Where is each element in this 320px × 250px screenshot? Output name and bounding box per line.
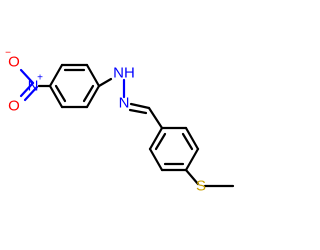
- bond-c-s: [184, 168, 200, 186]
- bond-n-o-bottom-1: [19, 81, 35, 98]
- bond-c-nh: [97, 77, 113, 88]
- atom-o-bottom: O: [8, 98, 20, 115]
- structure-canvas: O − N + O NH N S: [5, 47, 235, 195]
- bond-n-ch-1: [129, 102, 151, 110]
- atom-o-top: O: [8, 54, 20, 71]
- ring2-inner-1: [181, 132, 194, 151]
- ring2-inner-3: [154, 132, 167, 151]
- charge-n-nitro: +: [37, 73, 43, 84]
- ring2-bond-6: [148, 126, 164, 151]
- charge-o-top: −: [5, 48, 11, 59]
- bond-ch-c: [147, 106, 164, 130]
- ring1-bond-1: [48, 63, 64, 88]
- ring2-bond-3: [184, 147, 200, 172]
- ring1-bond-6: [48, 84, 64, 109]
- molecule-drawing: O − N + O NH N S: [5, 48, 235, 195]
- ring1-bond-3: [85, 63, 101, 88]
- bond-n-o-top: [19, 68, 35, 85]
- bond-n-ch-2: [128, 108, 148, 115]
- ring1-bond-4: [85, 84, 101, 109]
- ring2-bond-5: [148, 147, 164, 172]
- atom-nh: NH: [113, 65, 135, 82]
- bond-n-o-bottom-2: [23, 85, 39, 102]
- atom-n-nitro: N: [28, 78, 39, 95]
- atom-n-hydrazone: N: [119, 95, 130, 112]
- ring1-inner-3: [54, 84, 67, 103]
- ring2-bond-2: [184, 126, 200, 151]
- ring1-inner-2: [82, 84, 95, 103]
- atom-s: S: [196, 178, 206, 195]
